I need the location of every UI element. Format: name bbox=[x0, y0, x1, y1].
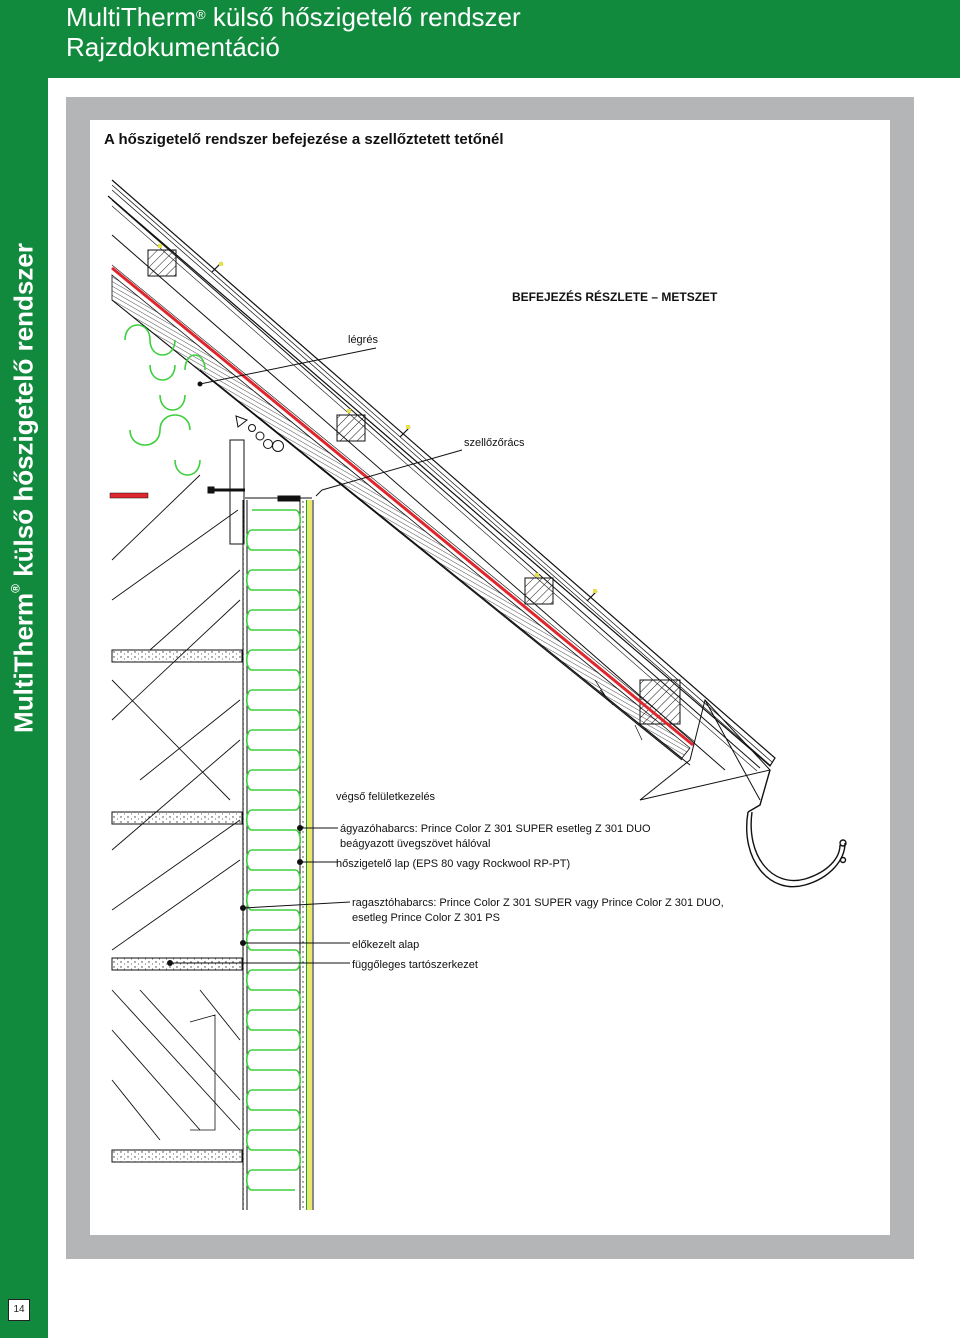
label-base-coat-2: beágyazott üvegszövet hálóval bbox=[340, 838, 490, 850]
leader-lines bbox=[167, 347, 463, 966]
wall-top-detail bbox=[109, 439, 312, 545]
label-air-gap: légrés bbox=[348, 334, 378, 346]
label-adhesive-1: ragasztóhabarcs: Prince Color Z 301 SUPE… bbox=[352, 897, 724, 909]
wall-insulation-coils bbox=[245, 509, 302, 1191]
section-title: A hőszigetelő rendszer befejezése a szel… bbox=[104, 131, 504, 148]
wall-structure bbox=[111, 474, 314, 1210]
roof-insulation-coils bbox=[124, 324, 206, 476]
label-insulation: hőszigetelő lap (EPS 80 vagy Rockwool RP… bbox=[336, 858, 570, 870]
finish-coat-layer bbox=[307, 500, 312, 1210]
gutter bbox=[746, 769, 847, 888]
base-coat-layer bbox=[300, 500, 306, 1210]
drawing-heading: BEFEJEZÉS RÉSZLETE – METSZET bbox=[512, 289, 718, 304]
label-primer: előkezelt alap bbox=[352, 939, 419, 951]
roof-membrane bbox=[111, 266, 694, 747]
sidebar: MultiTherm® külső hőszigetelő rendszer bbox=[0, 78, 48, 1338]
label-vent-grid: szellőzőrács bbox=[464, 437, 525, 449]
adhesive-layer bbox=[241, 500, 247, 1210]
header-brand: MultiTherm bbox=[66, 2, 197, 32]
roof-tiles bbox=[107, 179, 776, 767]
label-finish: végső felületkezelés bbox=[336, 791, 436, 803]
header-title-rest: külső hőszigetelő rendszer bbox=[205, 2, 521, 32]
label-structure: függőleges tartószerkezet bbox=[352, 959, 478, 971]
label-adhesive-2: esetleg Prince Color Z 301 PS bbox=[352, 912, 500, 924]
header-title: MultiTherm® külső hőszigetelő rendszer bbox=[66, 2, 521, 32]
drawing-panel bbox=[90, 120, 890, 1235]
registered-mark: ® bbox=[196, 7, 206, 22]
roof-assembly bbox=[107, 179, 776, 801]
header-subtitle: Rajzdokumentáció bbox=[66, 32, 280, 62]
label-base-coat-1: ágyazóhabarcs: Prince Color Z 301 SUPER … bbox=[340, 823, 651, 835]
page-number: 14 bbox=[8, 1299, 30, 1321]
rafter-hatch bbox=[111, 274, 691, 759]
header-bar: MultiTherm® külső hőszigetelő rendszer R… bbox=[0, 0, 960, 78]
vent-grid bbox=[235, 415, 284, 452]
